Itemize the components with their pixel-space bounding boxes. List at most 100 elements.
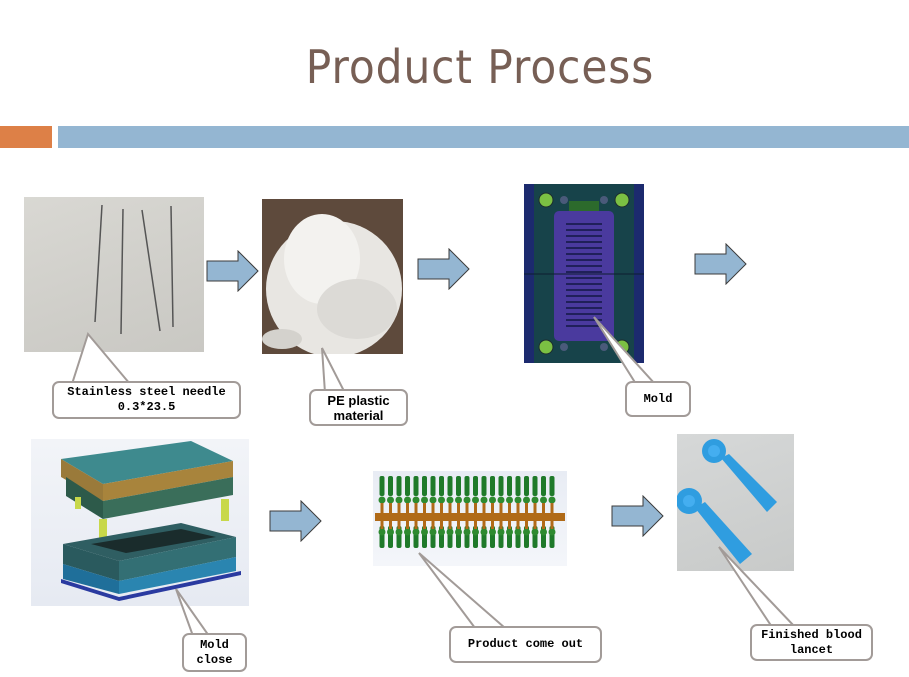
lancet-cap [523, 496, 530, 504]
lancet-pin [524, 476, 529, 496]
lancet-cap [548, 528, 556, 536]
callout-needle-line2: 0.3*23.5 [117, 400, 176, 414]
lancet-cap [404, 528, 411, 536]
runner-spoke [533, 503, 537, 529]
lancet-pin [439, 476, 444, 496]
lancets-drawing [677, 439, 777, 564]
runner-spoke [542, 503, 545, 529]
lancet-pin [464, 476, 470, 496]
lancet-cap [438, 528, 445, 536]
arrow-right-icon [206, 250, 259, 292]
runner-spoke [431, 503, 435, 529]
lancet-pin [532, 476, 538, 496]
runner-spoke [414, 503, 418, 529]
lancet-pin [430, 476, 436, 496]
runner-spoke [440, 503, 443, 529]
lancet-pin [379, 476, 385, 496]
lancet-cap [429, 496, 437, 504]
lancet-cap [421, 496, 428, 504]
callout-mold-close-line1: Mold [200, 637, 229, 652]
lancet-cap [378, 528, 386, 536]
needles-drawing [94, 204, 174, 335]
accent-bar-blue [58, 126, 909, 148]
lancet-pin [456, 476, 461, 496]
lancet-cap [523, 528, 530, 536]
lancet-cap [446, 496, 454, 504]
runner-spoke [397, 503, 401, 529]
runner-spoke [380, 503, 384, 529]
runner-spoke [550, 503, 554, 529]
lancet-cap [463, 496, 471, 504]
lancet-pin [413, 476, 419, 496]
product-strip-drawing [375, 476, 565, 548]
lancet-cap [489, 496, 496, 504]
lancet-cap [472, 496, 479, 504]
lancet-cap [506, 496, 513, 504]
callout-pe-line1: PE plastic [327, 392, 390, 408]
lancet-cap [548, 496, 556, 504]
lancet-pin [473, 476, 478, 496]
runner-spoke [482, 503, 486, 529]
lancet-cap [540, 496, 547, 504]
lancet-cap [395, 496, 403, 504]
lancet-pin [388, 476, 393, 496]
lancet-pin [396, 476, 402, 496]
arrow-right-icon [611, 495, 664, 537]
accent-bar-orange [0, 126, 52, 148]
lancet-cap [429, 528, 437, 536]
lancet-cap [395, 528, 403, 536]
lancet-cap [421, 528, 428, 536]
lancet-cap [531, 528, 539, 536]
lancet-pin [481, 476, 487, 496]
needle-photo [24, 197, 204, 352]
arrow-right-icon [269, 500, 322, 542]
runner-spoke [406, 503, 409, 529]
callout-finished-line2: lancet [789, 642, 834, 657]
runner-spoke [508, 503, 511, 529]
lancet-pin [498, 476, 504, 496]
lancet-pin [422, 476, 427, 496]
runner-spoke [499, 503, 503, 529]
runner-spoke [491, 503, 494, 529]
lancet-cap [480, 528, 488, 536]
lancet-pin [490, 476, 495, 496]
runner-spoke [457, 503, 460, 529]
runner-spoke [525, 503, 528, 529]
mold-render [524, 184, 644, 363]
mold-close-render [31, 439, 249, 606]
lancet-cap [404, 496, 411, 504]
runner-spoke [516, 503, 520, 529]
lancet-cap [489, 528, 496, 536]
finished-lancet-photo [677, 434, 794, 571]
pellet-pile-drawing [262, 214, 402, 354]
lancet-cap [463, 528, 471, 536]
lancet-pin [541, 476, 546, 496]
lancet-cap [455, 496, 462, 504]
runner-spoke [465, 503, 469, 529]
lancet-pin [515, 476, 521, 496]
runner-spoke [423, 503, 426, 529]
lancet-cap [514, 528, 522, 536]
mold-drawing [524, 184, 644, 363]
lancet-pin [549, 476, 555, 496]
arrow-right-icon [694, 243, 747, 285]
callout-product-out: Product come out [449, 626, 602, 663]
runner-spoke [389, 503, 392, 529]
lancet-cap [497, 496, 505, 504]
lancet-cap [506, 528, 513, 536]
callout-pe-line2: material [333, 407, 384, 423]
lancet-pin [405, 476, 410, 496]
lancet-pin [447, 476, 453, 496]
lancet-pin [507, 476, 512, 496]
callout-mold-close-line2: close [196, 652, 233, 667]
callout-mold: Mold [625, 381, 691, 417]
callout-mold-line1: Mold [643, 391, 673, 406]
runner-spoke [448, 503, 452, 529]
lancet-cap [387, 496, 394, 504]
lancet-cap [540, 528, 547, 536]
lancet-cap [472, 528, 479, 536]
lancet-cap [480, 496, 488, 504]
